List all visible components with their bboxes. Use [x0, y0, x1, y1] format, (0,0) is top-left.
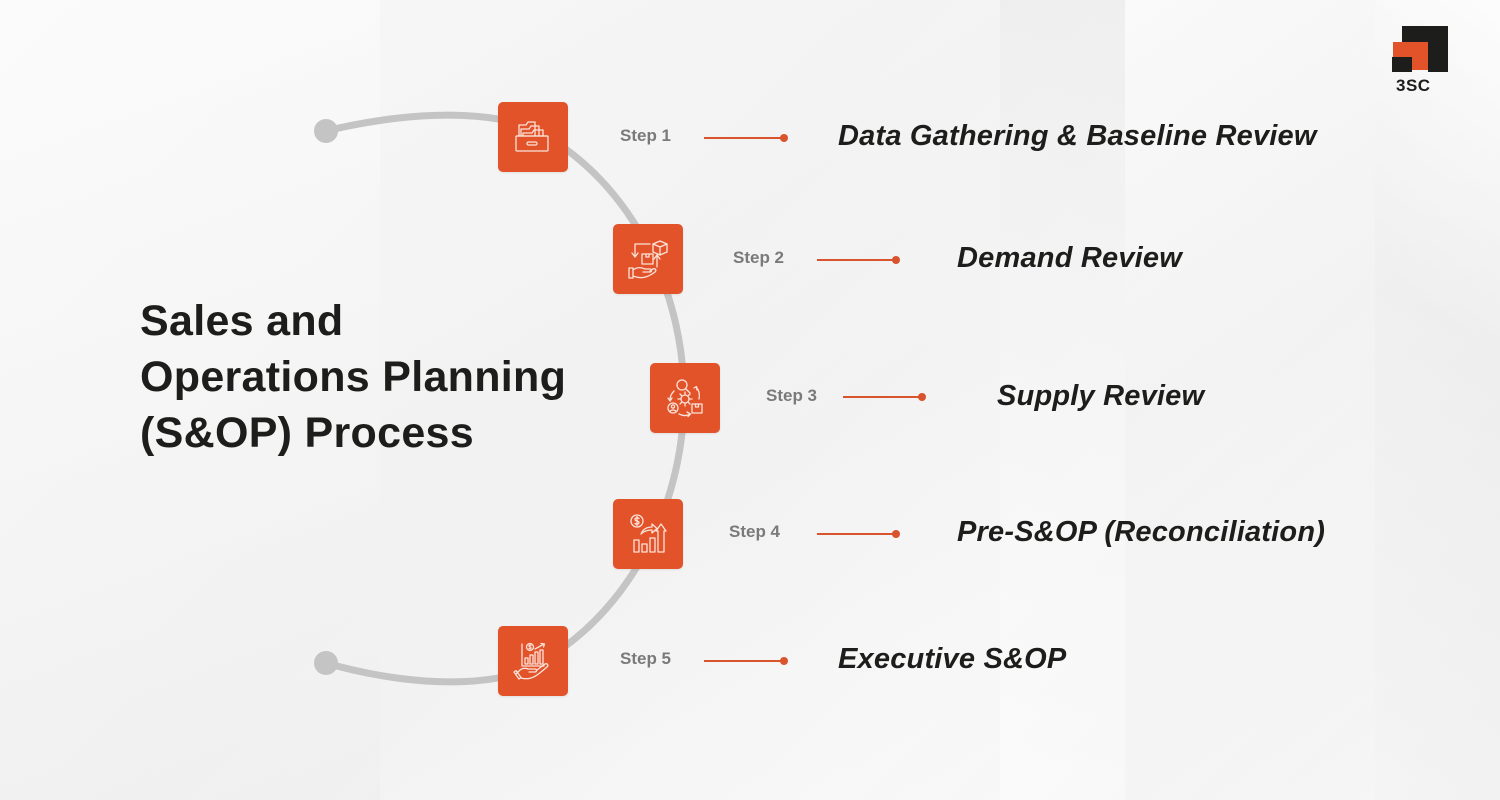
step-1-icon-box [498, 102, 568, 172]
page-title: Sales and Operations Planning (S&OP) Pro… [140, 293, 610, 461]
step-2-label: Step 2 [733, 248, 785, 267]
step-5-title: Executive S&OP [838, 643, 1067, 675]
background-facet [1125, 0, 1375, 800]
step-2-connector [817, 256, 900, 264]
brand-logo: 3SC [1392, 26, 1448, 101]
background-facet [1375, 0, 1500, 800]
file-cabinet-icon [515, 121, 549, 152]
step-3-icon-box [650, 363, 720, 433]
logo-shape [1428, 26, 1448, 72]
title-line-2: Operations Planning [140, 353, 567, 401]
step-2-icon-box [613, 224, 683, 294]
arc-end-dot [314, 651, 338, 675]
step-2-title: Demand Review [957, 242, 1183, 274]
step-1-label: Step 1 [620, 126, 672, 145]
step-4-icon-box [613, 499, 683, 569]
dollar-growth-chart-icon [630, 514, 667, 553]
step-5-connector [704, 657, 788, 665]
arc-start-dot [314, 119, 338, 143]
step-5-icon-box [498, 626, 568, 696]
step-3-label: Step 3 [766, 386, 818, 405]
background-facet [1000, 0, 1125, 800]
logo-shape [1392, 57, 1412, 72]
step-4-label: Step 4 [729, 522, 781, 541]
step-3-connector [843, 393, 926, 401]
logo-text: 3SC [1396, 76, 1431, 95]
step-5-label: Step 5 [620, 649, 672, 668]
hand-chart-icon [513, 642, 549, 680]
logo-shape [1412, 42, 1428, 70]
hand-package-icon [628, 240, 668, 279]
step-3-title: Supply Review [997, 380, 1205, 412]
step-4-title: Pre-S&OP (Reconciliation) [957, 516, 1326, 548]
title-line-3: (S&OP) Process [140, 409, 474, 457]
supply-cycle-gear-icon [667, 379, 703, 418]
step-1-title: Data Gathering & Baseline Review [838, 120, 1317, 152]
title-line-1: Sales and [140, 297, 344, 345]
step-1-connector [704, 134, 788, 142]
step-4-connector [817, 530, 900, 538]
